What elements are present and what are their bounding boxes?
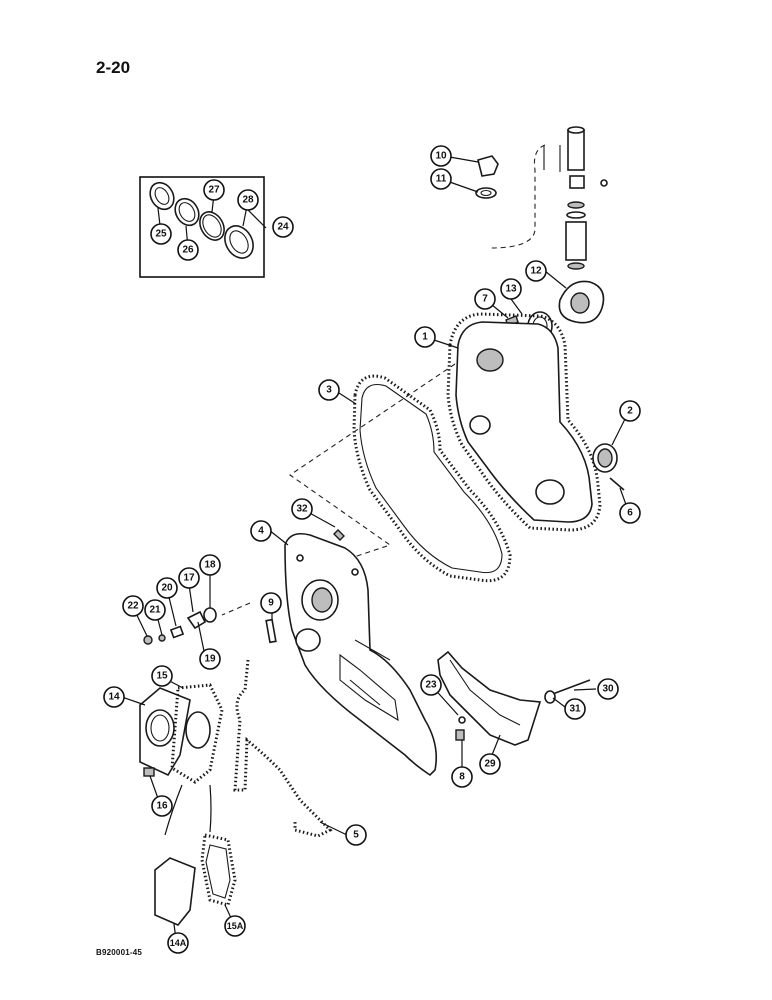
svg-text:30: 30	[602, 684, 614, 695]
callout-14: 14	[103, 686, 125, 708]
svg-text:29: 29	[484, 759, 496, 770]
callout-28: 28	[237, 189, 259, 211]
svg-text:16: 16	[156, 801, 168, 812]
callout-15a: 15A	[224, 915, 246, 937]
gear-housing	[284, 532, 438, 777]
leader-lines	[121, 155, 630, 941]
svg-text:2: 2	[627, 406, 633, 417]
svg-text:26: 26	[182, 245, 194, 256]
svg-text:13: 13	[505, 284, 517, 295]
callout-4: 4	[250, 520, 272, 542]
plug-assembly	[143, 607, 217, 645]
callout-21: 21	[144, 599, 166, 621]
svg-text:14A: 14A	[170, 938, 187, 948]
svg-text:15A: 15A	[227, 921, 244, 931]
callout-14a: 14A	[167, 932, 189, 954]
svg-text:21: 21	[149, 605, 161, 616]
svg-text:10: 10	[435, 151, 447, 162]
mounting-bracket	[437, 650, 591, 746]
svg-text:4: 4	[258, 526, 264, 537]
callout-22: 22	[122, 595, 144, 617]
page-number: 2-20	[96, 58, 131, 77]
callout-18: 18	[199, 554, 221, 576]
seal-kit-inset	[139, 176, 265, 278]
svg-text:18: 18	[204, 560, 216, 571]
front-seal	[592, 443, 625, 491]
svg-text:8: 8	[459, 772, 465, 783]
callout-5: 5	[345, 824, 367, 846]
callout-24: 24	[272, 216, 294, 238]
callout-32: 32	[291, 498, 313, 520]
callout-7: 7	[474, 288, 496, 310]
callout-20: 20	[156, 577, 178, 599]
svg-text:11: 11	[436, 174, 447, 185]
svg-text:14: 14	[108, 692, 120, 703]
svg-text:20: 20	[161, 583, 173, 594]
callout-6: 6	[619, 502, 641, 524]
callout-23: 23	[420, 674, 442, 696]
svg-text:32: 32	[296, 504, 308, 515]
sealing-strip	[233, 659, 333, 838]
svg-text:19: 19	[204, 654, 216, 665]
callout-17: 17	[178, 567, 200, 589]
access-cover	[139, 683, 224, 784]
front-gear-cover	[446, 312, 602, 532]
svg-text:6: 6	[627, 508, 633, 519]
callout-11: 11	[430, 168, 452, 190]
svg-text:28: 28	[242, 195, 254, 206]
svg-text:22: 22	[127, 601, 139, 612]
callout-13: 13	[500, 278, 522, 300]
svg-text:3: 3	[326, 385, 332, 396]
callout-2: 2	[619, 400, 641, 422]
callout-1: 1	[414, 326, 436, 348]
callout-29: 29	[479, 753, 501, 775]
svg-text:12: 12	[530, 266, 542, 277]
svg-text:5: 5	[353, 830, 359, 841]
svg-text:24: 24	[277, 222, 289, 233]
fill-tube-assembly	[475, 126, 608, 270]
callout-15: 15	[151, 665, 173, 687]
alternate-cover	[154, 833, 237, 926]
svg-text:17: 17	[183, 573, 195, 584]
svg-text:1: 1	[422, 332, 428, 343]
callout-12: 12	[525, 260, 547, 282]
callout-31: 31	[564, 698, 586, 720]
cover-gasket	[352, 374, 512, 583]
svg-text:25: 25	[155, 229, 167, 240]
svg-text:9: 9	[268, 598, 274, 609]
svg-text:23: 23	[425, 680, 437, 691]
callout-3: 3	[318, 379, 340, 401]
callout-27: 27	[203, 179, 225, 201]
svg-text:7: 7	[482, 294, 488, 305]
callout-19: 19	[199, 648, 221, 670]
callout-30: 30	[597, 678, 619, 700]
svg-text:15: 15	[156, 671, 168, 682]
callout-26: 26	[177, 239, 199, 261]
callout-16: 16	[151, 795, 173, 817]
callout-8: 8	[451, 766, 473, 788]
callout-10: 10	[430, 145, 452, 167]
svg-text:31: 31	[569, 704, 581, 715]
figure-code: B920001-45	[96, 948, 143, 957]
svg-text:27: 27	[208, 185, 220, 196]
cover-seal-bore	[476, 348, 504, 372]
callout-9: 9	[260, 592, 282, 614]
callout-25: 25	[150, 223, 172, 245]
